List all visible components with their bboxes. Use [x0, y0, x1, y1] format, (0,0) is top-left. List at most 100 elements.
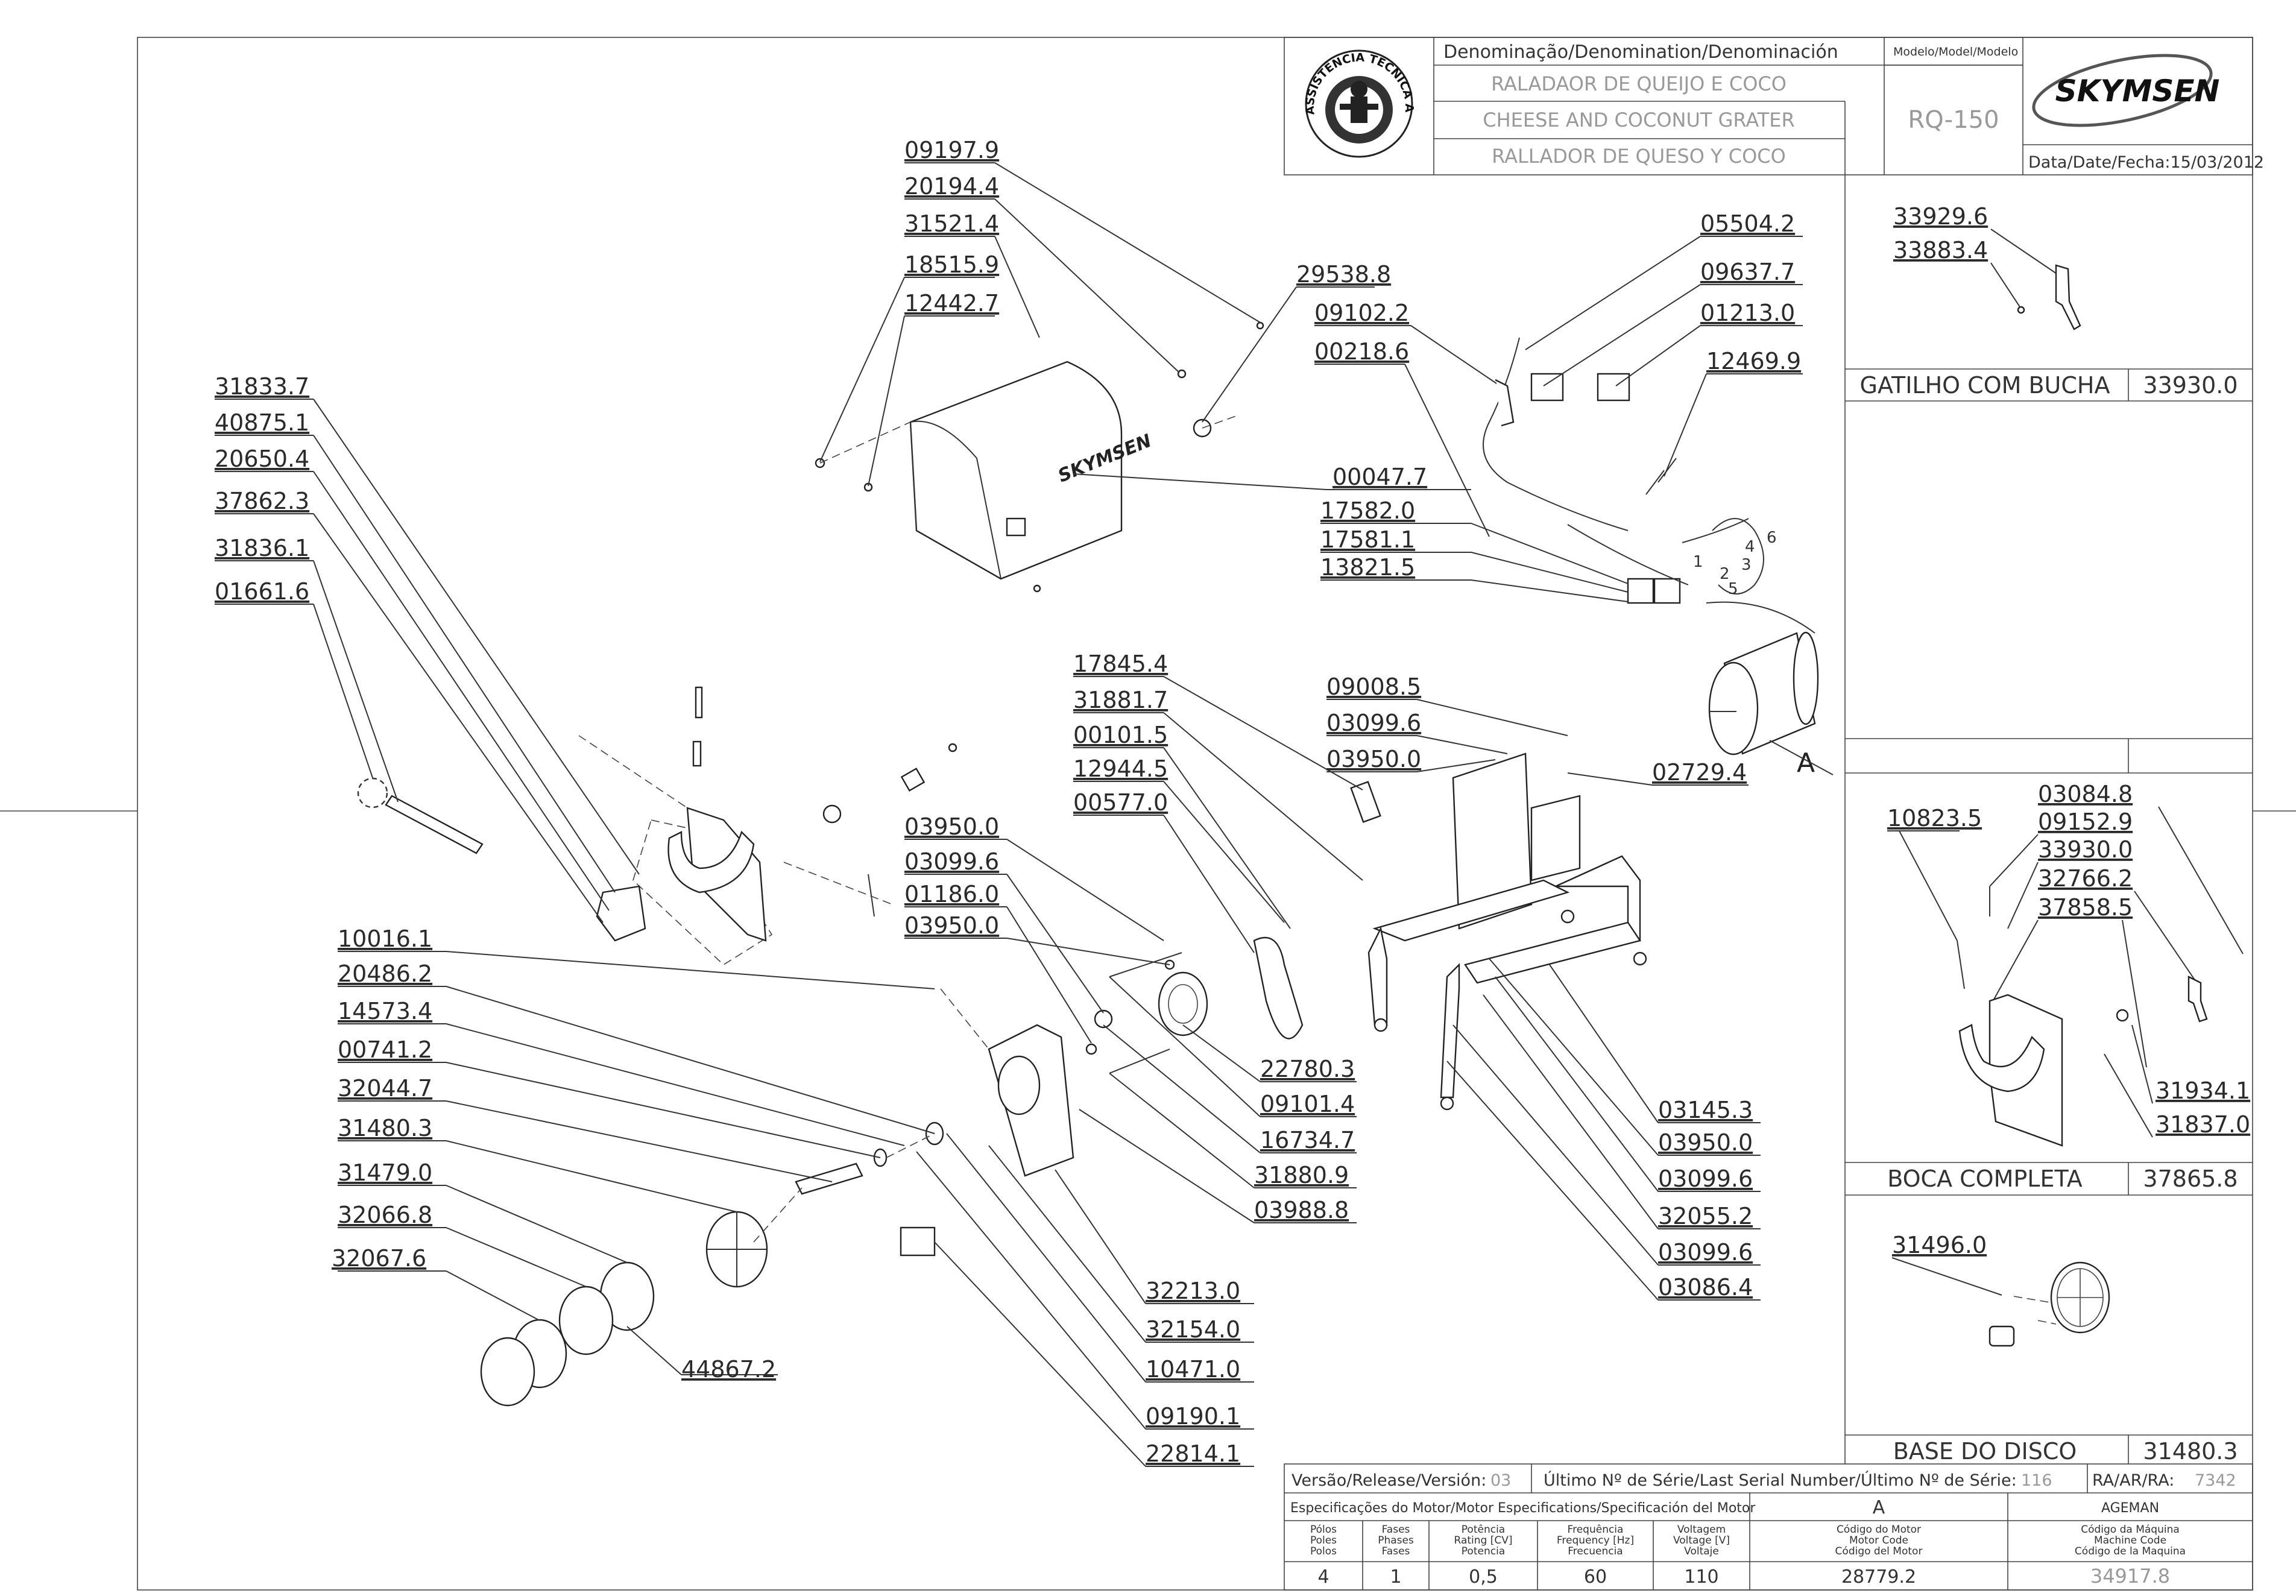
svg-text:4: 4: [1745, 538, 1755, 556]
part-label: 12442.7: [904, 290, 999, 317]
svg-text:3: 3: [1741, 556, 1752, 574]
motor-code-letter: A: [1873, 1497, 1885, 1518]
part-label: 09197.9: [904, 137, 999, 163]
part-label: 33883.4: [1893, 237, 1988, 263]
part-number-labels: 09197.9 20194.4 31521.4 18515.9 12442.7 …: [215, 137, 1801, 1467]
part-label: 33929.6: [1893, 203, 1988, 230]
svg-text:2: 2: [1720, 565, 1730, 583]
part-label: 31881.7: [1073, 687, 1168, 713]
part-label: 20194.4: [904, 173, 999, 200]
part-label: 12944.5: [1073, 755, 1168, 782]
panel-base-code: 31480.3: [2143, 1438, 2238, 1465]
product-name-en: CHEESE AND COCONUT GRATER: [1483, 109, 1794, 131]
part-label: 03086.4: [1658, 1274, 1753, 1301]
disc-hub: [1988, 1325, 2015, 1347]
spec-value-poles: 4: [1317, 1566, 1329, 1588]
part-label: 03099.6: [1658, 1165, 1753, 1192]
panel-base-title: BASE DO DISCO: [1893, 1438, 2077, 1465]
part-label: 10016.1: [338, 926, 432, 952]
part-label: 40875.1: [215, 409, 309, 436]
trigger-lever: [2055, 264, 2081, 330]
part-label: 12469.9: [1706, 348, 1801, 374]
warning-label: [1530, 373, 1564, 402]
part-label: 03988.8: [1254, 1197, 1349, 1223]
drive-pulley: [1158, 971, 1208, 1036]
frame-plate: [1452, 752, 1533, 930]
part-label: 09190.1: [1146, 1403, 1240, 1430]
part-label: 03950.0: [1326, 746, 1421, 772]
svg-text:1: 1: [1693, 553, 1703, 571]
motor-spec-label: Especificações do Motor/Motor Especifica…: [1290, 1501, 1756, 1516]
part-label: 01213.0: [1700, 300, 1795, 326]
hopper-mouth: [1958, 1024, 2045, 1093]
part-label: 31480.3: [338, 1115, 432, 1141]
frame-leg: [1367, 926, 1388, 1026]
part-label: 03099.6: [1326, 710, 1421, 736]
part-label: 10471.0: [1146, 1356, 1240, 1383]
part-label: 09637.7: [1700, 259, 1795, 285]
part-label: 05504.2: [1700, 210, 1795, 237]
part-label: 14573.4: [338, 998, 432, 1024]
part-label: 09101.4: [1260, 1091, 1355, 1117]
panel-gatilho-title: GATILHO COM BUCHA: [1860, 372, 2110, 399]
svg-text:ASSISTÊNCIA TÉCNICA AUTORIZADA: ASSISTÊNCIA TÉCNICA AUTORIZADA: [0, 0, 1416, 115]
manufacturer: AGEMAN: [2101, 1501, 2159, 1516]
grating-disc-4: [480, 1337, 535, 1407]
part-label: 09102.2: [1314, 300, 1409, 326]
part-label: 09152.9: [2038, 809, 2133, 835]
serial-label: Último Nº de Série/Last Serial Number/Úl…: [1544, 1471, 2017, 1490]
part-label: 09008.5: [1326, 673, 1421, 700]
part-label: 00101.5: [1073, 722, 1168, 748]
machine-frame: [1367, 752, 1647, 1111]
feeder-assembly: [357, 686, 957, 966]
part-label: 02729.4: [1652, 759, 1747, 786]
switch-block: [1627, 578, 1654, 604]
decal-label: [900, 1226, 936, 1257]
part-label: 03099.6: [1658, 1239, 1753, 1266]
handle-knob: [357, 777, 388, 809]
part-label: 32766.2: [2038, 865, 2133, 892]
panel-boca-title: BOCA COMPLETA: [1887, 1165, 2083, 1192]
pusher-arm: [596, 885, 646, 942]
drive-belt: [1253, 936, 1304, 1039]
brand-logo-text: SKYMSEN: [2055, 74, 2220, 109]
part-label: 13821.5: [1320, 554, 1415, 581]
panel-gatilho-code: 33930.0: [2143, 372, 2238, 399]
part-label: 01186.0: [904, 881, 999, 907]
part-label: 00577.0: [1073, 789, 1168, 816]
part-label: 17845.4: [1073, 651, 1168, 677]
skymsen-logo: SKYMSEN: [2032, 54, 2220, 127]
motor-assembly: A 1 2 3 4 5 6: [1693, 518, 1834, 778]
version-label: Versão/Release/Versión:: [1292, 1471, 1486, 1490]
svg-text:5: 5: [1728, 580, 1738, 598]
spec-value-machine-code: 34917.8: [2090, 1565, 2170, 1588]
part-label: 03099.6: [904, 848, 999, 875]
part-label: 32154.0: [1146, 1316, 1240, 1343]
part-label: 32067.6: [332, 1245, 426, 1272]
seal-text: ASSISTÊNCIA TÉCNICA AUTORIZADA: [0, 0, 1416, 115]
denomination-header: Denominação/Denomination/Denominación: [1443, 42, 1838, 63]
svg-text:6: 6: [1767, 529, 1777, 547]
gearbox-assembly: [940, 781, 1381, 1177]
motor-face: [1708, 661, 1759, 755]
product-name-es: RALLADOR DE QUESO Y COCO: [1492, 145, 1786, 168]
callout-leaders: [215, 162, 1803, 1467]
model-number: RQ-150: [1908, 106, 1999, 134]
part-label: 32066.8: [338, 1202, 432, 1228]
part-label: 33930.0: [2038, 836, 2133, 863]
part-label: 37858.5: [2038, 894, 2133, 921]
grating-disc-2: [558, 1285, 614, 1355]
panel-boca-code: 37865.8: [2143, 1165, 2238, 1192]
spec-value-phases: 1: [1390, 1566, 1401, 1588]
part-label: 37862.3: [215, 488, 309, 514]
spec-value-frequency: 60: [1584, 1566, 1607, 1588]
part-label: 18515.9: [904, 251, 999, 278]
spec-value-rating: 0,5: [1469, 1566, 1498, 1588]
part-label: 31521.4: [904, 210, 999, 237]
